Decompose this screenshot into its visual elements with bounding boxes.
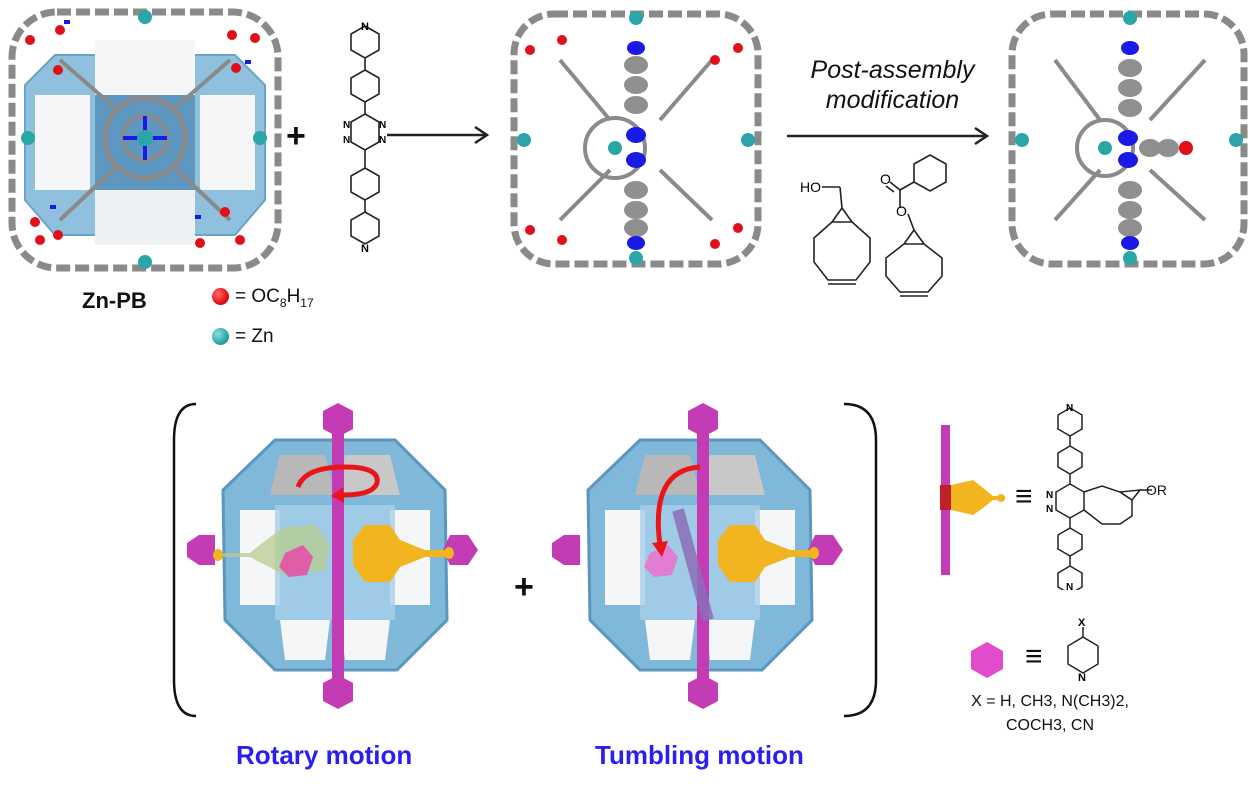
reagent-1-substituent: HO <box>800 179 821 195</box>
hexagon-bottom-2 <box>688 675 718 709</box>
modified-host-guest-complex-structure <box>1008 10 1248 268</box>
tumbling-motion-label: Tumbling motion <box>595 740 804 770</box>
rotor-blade-2 <box>718 525 812 582</box>
plus-sign: + <box>286 117 306 155</box>
zn-pb-cage-structure <box>8 8 282 272</box>
cage-name-label: Zn-PB <box>82 288 147 313</box>
rotation-arrow <box>295 464 380 498</box>
legend-sub-17: 17 <box>300 295 314 310</box>
equivalent-sign-rotor: ≡ <box>1015 480 1033 513</box>
teal-sphere-icon <box>212 328 229 346</box>
reaction-arrow-2 <box>787 126 990 146</box>
reagent-2-carbonyl-o: O <box>880 171 891 187</box>
left-bracket <box>172 402 197 718</box>
tumbling-motion-cage <box>552 403 843 709</box>
linker-n-2: N <box>379 120 386 131</box>
pyridine-n-label: N <box>1078 672 1086 684</box>
legend-zn-text: = Zn <box>235 326 274 347</box>
legend-h-text: H <box>286 286 301 307</box>
tilted-rod <box>672 508 714 622</box>
pyridine-x-label: X <box>1078 617 1086 629</box>
step-2-label-line1: Post-assembly <box>810 56 975 84</box>
rotor-n-top: N <box>1066 403 1073 414</box>
x-values-line1: X = H, CH3, N(CH3)2, <box>971 693 1129 710</box>
red-sphere-icon <box>212 288 229 306</box>
right-bracket <box>843 402 878 718</box>
rotor-blade <box>353 525 447 582</box>
post-assembly-modification-label: Post-assembly modification <box>790 55 995 115</box>
hexagon-left <box>187 535 215 565</box>
magenta-hexagon-icon <box>971 642 1003 678</box>
hexagon-top <box>323 403 353 437</box>
reagent-2-ester-o: O <box>896 203 907 219</box>
legend-item-oc8h17: = OC8H17 <box>212 286 314 310</box>
x-values-line2: COCH3, CN <box>1005 717 1094 734</box>
hexagon-left-2 <box>552 535 580 565</box>
linker-n-top: N <box>361 21 369 33</box>
host-guest-complex-structure <box>510 10 762 268</box>
legend-oc-text: = OC <box>235 286 280 307</box>
equivalent-sign-hexagon: ≡ <box>1025 640 1043 673</box>
legend-sub-8: 8 <box>279 295 287 310</box>
axle-rod-2 <box>697 410 709 690</box>
plus-sign-bottom: + <box>514 568 534 606</box>
bcn-reagents-structures: HO O O <box>800 154 947 297</box>
hexagon-top-2 <box>688 403 718 437</box>
rotor-substituent-or: OR <box>1146 482 1167 498</box>
hexagon-bottom <box>323 675 353 709</box>
rotor-n-1: N <box>1046 490 1053 501</box>
rotor-key-icon <box>940 425 1005 575</box>
linker-n-4: N <box>343 120 350 131</box>
rotor-n-bottom: N <box>1066 582 1073 590</box>
reaction-arrow-1 <box>387 125 490 145</box>
legend-item-zn: = Zn <box>212 326 274 348</box>
rotor-molecule-structure: N N N N <box>1046 403 1152 590</box>
rotary-motion-label: Rotary motion <box>236 740 413 770</box>
axle-rod <box>332 410 344 690</box>
step-2-label-line2: modification <box>825 86 960 114</box>
pyridine-structure: X N <box>1067 617 1099 684</box>
rotary-motion-cage <box>187 403 478 709</box>
rotor-n-2: N <box>1046 504 1053 515</box>
tumbling-arrow <box>655 464 701 546</box>
linker-n-bottom: N <box>361 243 369 255</box>
x-substituent-list: X = H, CH3, N(CH3)2, COCH3, CN <box>955 690 1145 738</box>
linker-n-3: N <box>379 135 386 146</box>
linker-n-5: N <box>343 135 350 146</box>
tetrazine-linker-structure: N N N N N N <box>343 21 386 255</box>
